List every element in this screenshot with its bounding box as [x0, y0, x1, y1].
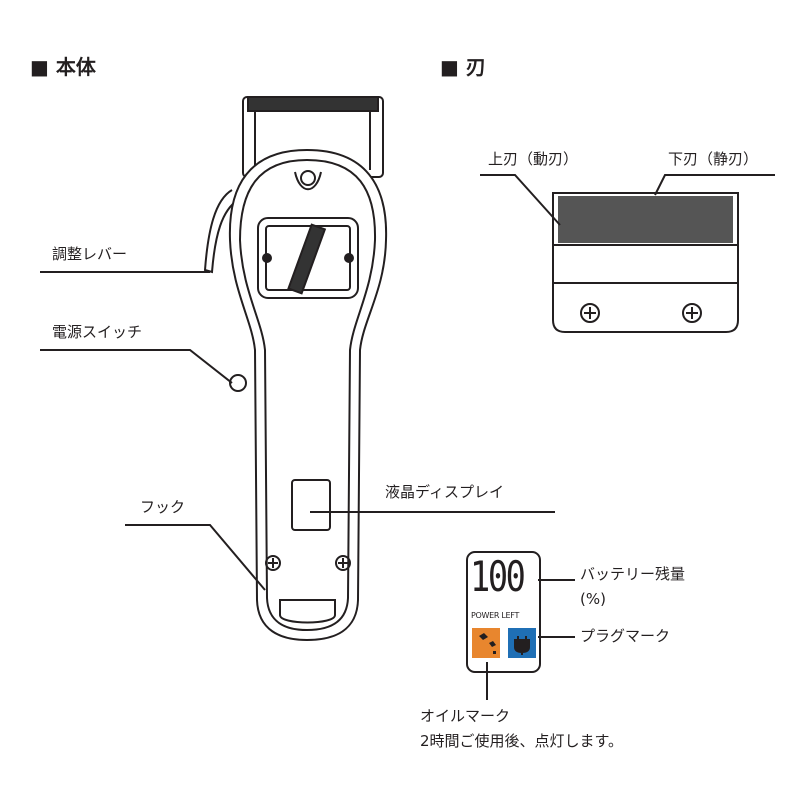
heading-blade: ■ 刃 [440, 55, 486, 79]
lcd-panel [466, 551, 541, 673]
power-switch [229, 374, 247, 392]
label-battery-remaining: バッテリー残量 [580, 565, 686, 583]
label-oil-mark-note: 2時間ご使用後、点灯します。 [420, 732, 624, 750]
label-lower-blade: 下刃（静刃） [668, 150, 759, 168]
screw-icon [335, 555, 351, 571]
label-power-switch: 電源スイッチ [52, 323, 143, 341]
hook [279, 599, 336, 624]
label-lcd-display: 液晶ディスプレイ [385, 483, 504, 501]
label-battery-unit: (%) [580, 590, 606, 608]
body-display-window [291, 479, 331, 531]
label-plug-mark: プラグマーク [580, 627, 671, 645]
label-adjust-lever: 調整レバー [52, 245, 128, 263]
screw-icon [580, 303, 600, 323]
screw-icon [682, 303, 702, 323]
label-upper-blade: 上刃（動刃） [488, 150, 579, 168]
heading-body: ■ 本体 [30, 55, 96, 79]
blade-diagram [552, 192, 739, 333]
logo-plate [257, 217, 359, 299]
label-hook: フック [140, 498, 186, 516]
power-left-caption: POWER LEFT [471, 611, 520, 620]
battery-percent-readout: 100 [470, 552, 526, 601]
clipper-body [228, 148, 388, 642]
top-screw-icon [300, 170, 316, 186]
label-oil-mark: オイルマーク [420, 707, 511, 725]
screw-icon [265, 555, 281, 571]
